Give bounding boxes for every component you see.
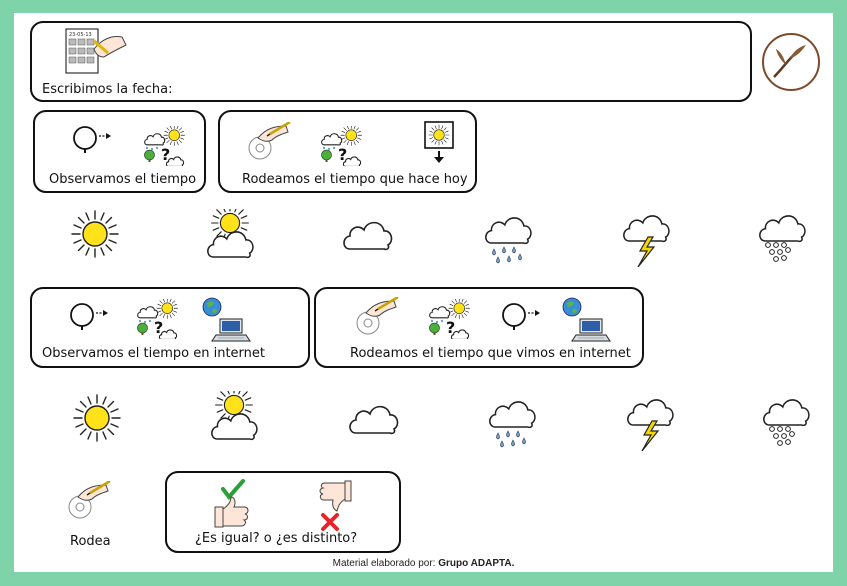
weather-question-icon bbox=[136, 299, 182, 339]
adapta-logo bbox=[762, 33, 820, 91]
sun-icon[interactable] bbox=[70, 209, 120, 259]
snow-icon[interactable] bbox=[754, 207, 810, 265]
weather-question-icon bbox=[428, 299, 474, 339]
computer-internet-icon bbox=[562, 297, 611, 342]
rain-icon[interactable] bbox=[480, 207, 536, 265]
observe-weather-box[interactable]: Observamos el tiempo bbox=[33, 110, 206, 193]
footer-credit: Material elaborado por: Grupo ADAPTA. bbox=[0, 558, 847, 569]
observe-internet-label: Observamos el tiempo en internet bbox=[42, 346, 265, 361]
footer-author: Grupo ADAPTA. bbox=[438, 558, 515, 569]
observe-weather-label: Observamos el tiempo bbox=[49, 172, 197, 187]
look-icon bbox=[73, 126, 112, 154]
draw-circle-hand-icon bbox=[67, 481, 112, 520]
worksheet: 23-05-13 Escribimos la fecha: Observamos… bbox=[14, 13, 833, 572]
rodea-label: Rodea bbox=[70, 534, 111, 549]
today-weather-icon bbox=[424, 121, 454, 163]
svg-text:23-05-13: 23-05-13 bbox=[69, 32, 92, 38]
observe-internet-box[interactable]: Observamos el tiempo en internet bbox=[30, 287, 310, 368]
footer-prefix: Material elaborado por: bbox=[332, 558, 436, 569]
sun-icon[interactable] bbox=[72, 393, 122, 443]
partly-cloudy-icon[interactable] bbox=[208, 391, 266, 447]
draw-circle-hand-icon bbox=[355, 297, 400, 336]
weather-question-icon bbox=[320, 126, 366, 166]
circle-today-label: Rodeamos el tiempo que hace hoy bbox=[242, 172, 468, 187]
date-label: Escribimos la fecha: bbox=[42, 82, 173, 97]
date-box[interactable]: 23-05-13 Escribimos la fecha: bbox=[30, 21, 752, 102]
compare-label: ¿Es igual? o ¿es distinto? bbox=[195, 531, 358, 546]
thumbs-up-check-icon bbox=[214, 479, 249, 528]
snow-icon[interactable] bbox=[758, 391, 814, 449]
circle-internet-weather-box[interactable]: Rodeamos el tiempo que vimos en internet bbox=[314, 287, 644, 368]
weather-question-icon bbox=[143, 126, 189, 166]
compare-box[interactable]: ¿Es igual? o ¿es distinto? bbox=[165, 471, 401, 553]
rain-icon[interactable] bbox=[484, 391, 540, 449]
storm-icon[interactable] bbox=[618, 207, 674, 267]
thumbs-down-cross-icon bbox=[319, 480, 352, 531]
cloud-icon[interactable] bbox=[346, 393, 404, 443]
circle-internet-label: Rodeamos el tiempo que vimos en internet bbox=[350, 346, 631, 361]
cloud-icon[interactable] bbox=[340, 209, 398, 259]
computer-internet-icon bbox=[202, 297, 251, 342]
look-icon bbox=[502, 303, 541, 331]
calendar-writing-icon: 23-05-13 bbox=[65, 28, 127, 74]
partly-cloudy-icon[interactable] bbox=[204, 209, 262, 265]
look-icon bbox=[70, 303, 109, 331]
circle-today-weather-box[interactable]: Rodeamos el tiempo que hace hoy bbox=[218, 110, 477, 193]
draw-circle-hand-icon bbox=[247, 122, 292, 161]
storm-icon[interactable] bbox=[622, 391, 678, 451]
